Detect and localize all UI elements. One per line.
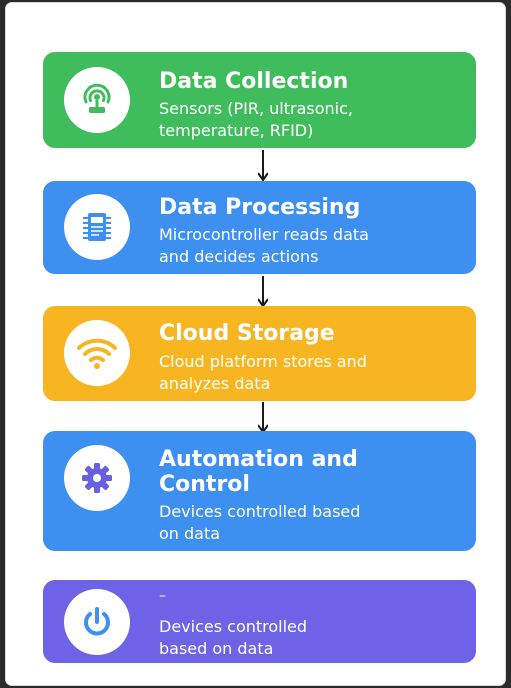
flow-arrow	[258, 276, 268, 308]
step-automation-control: Automation and Control Devices controlle…	[43, 431, 476, 551]
step-description: Devices controlled based on data	[159, 617, 308, 658]
step-description: Cloud platform stores and analyzes data	[159, 352, 367, 393]
power-icon	[64, 589, 130, 655]
step-power: – Devices controlled based on data	[43, 580, 476, 663]
step-description: Devices controlled based on data	[159, 502, 361, 543]
step-title: –	[159, 588, 166, 604]
step-data-processing: Data Processing Microcontroller reads da…	[43, 181, 476, 274]
flow-arrow	[258, 402, 268, 434]
step-title: Cloud Storage	[159, 321, 335, 346]
wifi-icon	[64, 320, 130, 386]
step-title: Automation and Control	[159, 447, 358, 497]
microcontroller-chip-icon	[64, 194, 130, 260]
flow-arrow	[258, 150, 268, 182]
step-title: Data Collection	[159, 69, 349, 94]
step-data-collection: Data Collection Sensors (PIR, ultrasonic…	[43, 52, 476, 148]
step-description: Microcontroller reads data and decides a…	[159, 225, 369, 266]
step-title: Data Processing	[159, 195, 361, 220]
gear-icon	[64, 445, 130, 511]
flowchart-canvas: Data Collection Sensors (PIR, ultrasonic…	[6, 3, 505, 685]
step-description: Sensors (PIR, ultrasonic, temperature, R…	[159, 99, 353, 140]
step-cloud-storage: Cloud Storage Cloud platform stores and …	[43, 306, 476, 401]
sensor-signal-icon	[64, 67, 130, 133]
